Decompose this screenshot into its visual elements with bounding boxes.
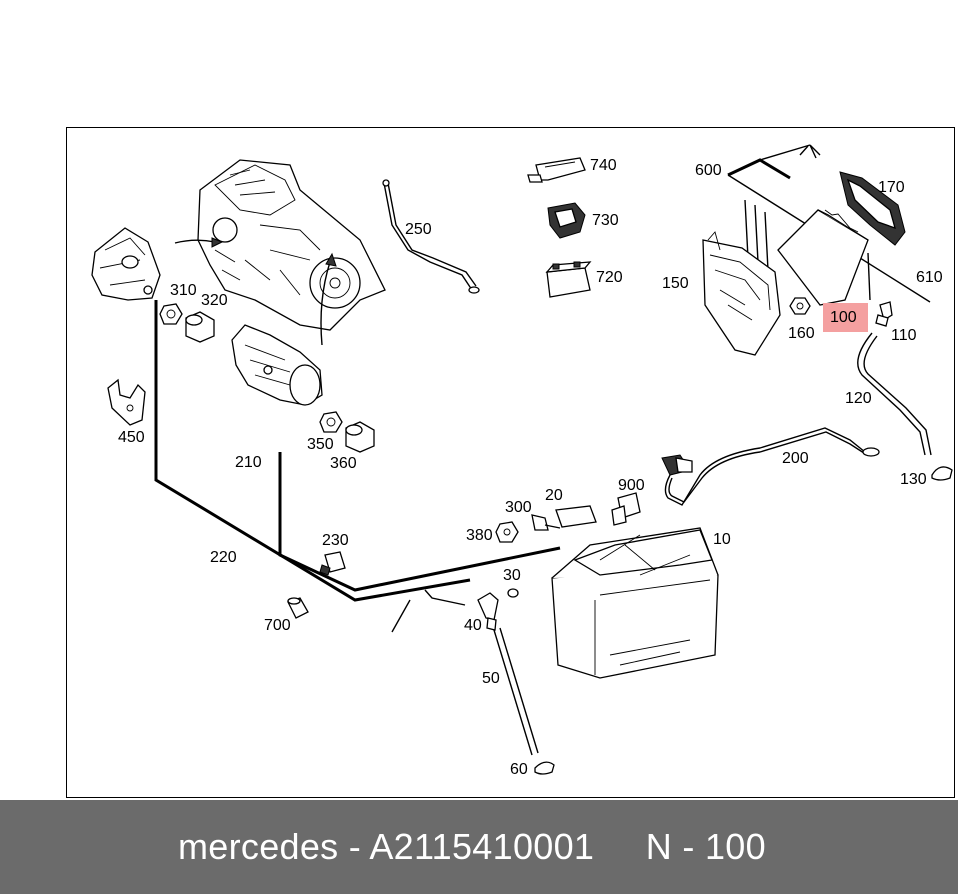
footer-part-caption: mercedes - A2115410001 N - 100 <box>178 826 766 867</box>
callout-900: 900 <box>618 477 645 494</box>
part-alternator <box>91 227 161 301</box>
callout-200: 200 <box>782 450 809 467</box>
part-110: 110 <box>875 301 917 344</box>
part-450-bracket: 450 <box>107 378 146 446</box>
callout-300: 300 <box>505 499 532 516</box>
part-740: 740 <box>527 157 617 183</box>
part-30: 30 <box>503 567 521 598</box>
part-380-nut: 380 <box>466 521 519 544</box>
callout-10: 10 <box>713 531 731 548</box>
position-number: 100 <box>704 826 766 867</box>
part-40-elbow: 40 <box>464 592 499 634</box>
callout-320: 320 <box>201 292 228 309</box>
callout-730: 730 <box>592 212 619 229</box>
part-120-hose: 120 <box>845 332 932 456</box>
part-100-battery-small: 100 <box>777 209 869 332</box>
parts-diagram: 250 740 730 720 600 610 100 <box>91 144 953 778</box>
callout-250: 250 <box>405 221 432 238</box>
callout-380: 380 <box>466 527 493 544</box>
callout-130: 130 <box>900 471 927 488</box>
callout-170: 170 <box>878 179 905 196</box>
callout-150: 150 <box>662 275 689 292</box>
part-250-ground-strap: 250 <box>382 179 480 294</box>
callout-110: 110 <box>891 327 917 344</box>
part-300-bolt: 300 <box>505 499 561 531</box>
part-230-clip: 230 <box>319 532 349 576</box>
callout-60: 60 <box>510 761 528 778</box>
part-720: 720 <box>545 261 623 298</box>
position-prefix: N <box>645 826 673 867</box>
callout-50: 50 <box>482 670 500 687</box>
callout-230: 230 <box>322 532 349 549</box>
part-320-cap: 320 <box>185 292 228 343</box>
part-350-nut: 350 <box>307 411 343 453</box>
part-60-cap: 60 <box>510 761 555 778</box>
part-50-tube: 50 <box>482 627 539 756</box>
callout-40: 40 <box>464 617 482 634</box>
callout-100-highlighted: 100 <box>830 309 857 326</box>
callout-600: 600 <box>695 162 722 179</box>
part-700-sleeve: 700 <box>264 597 309 634</box>
callout-220: 220 <box>210 549 237 566</box>
highlight-box-100 <box>823 303 868 332</box>
brand-name: mercedes <box>178 826 339 867</box>
callout-360: 360 <box>330 455 357 472</box>
part-170: 170 <box>839 171 906 246</box>
callout-120: 120 <box>845 390 872 407</box>
part-10-main-battery: 10 <box>551 527 731 679</box>
footer-bar <box>0 800 958 894</box>
callout-610: 610 <box>916 269 943 286</box>
part-730: 730 <box>547 202 619 239</box>
part-310-nut: 310 <box>159 282 197 325</box>
engine-illustration <box>174 159 386 346</box>
callout-210: 210 <box>235 454 262 471</box>
callout-30: 30 <box>503 567 521 584</box>
part-220-210-harness: 210 220 <box>154 300 561 633</box>
callout-160: 160 <box>788 325 815 342</box>
part-starter <box>231 324 323 406</box>
part-160-nut: 160 <box>788 297 815 342</box>
callout-450: 450 <box>118 429 145 446</box>
callout-740: 740 <box>590 157 617 174</box>
part-number: A2115410001 <box>369 826 595 867</box>
callout-700: 700 <box>264 617 291 634</box>
callout-350: 350 <box>307 436 334 453</box>
part-20: 20 <box>545 487 597 528</box>
part-900: 900 <box>611 477 645 526</box>
callout-310: 310 <box>170 282 197 299</box>
part-200-cable: 200 <box>661 427 880 506</box>
part-130-cap: 130 <box>900 466 953 488</box>
callout-20: 20 <box>545 487 563 504</box>
callout-720: 720 <box>596 269 623 286</box>
part-360-cap: 360 <box>330 421 375 472</box>
part-150-tray: 150 <box>662 231 781 356</box>
